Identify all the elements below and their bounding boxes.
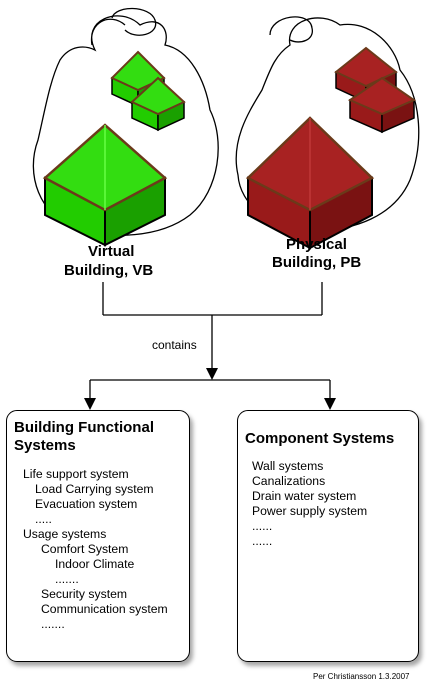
contains-label: contains [152,338,197,352]
virtual-cloud-outline [32,15,219,236]
component-item: Canalizations [252,474,326,488]
component-item: Drain water system [252,489,357,503]
physical-cloud-outline [235,17,420,231]
virtual-house-large [42,123,168,247]
functional-item: Evacuation system [35,497,138,511]
functional-item: Security system [41,587,128,601]
functional-systems-title-line1: Building Functional [14,419,154,436]
relation-connector [89,282,331,402]
arrowhead-right [324,398,336,410]
virtual-building-label-line2: Building, VB [64,262,154,279]
functional-item: Communication system [41,602,168,616]
functional-systems-box: Building Functional Systems Life support… [6,410,190,662]
component-item: ...... [252,519,273,533]
functional-systems-title-line2: Systems [14,437,76,454]
functional-item: ....... [41,617,65,631]
physical-building-label-line2: Building, PB [272,254,362,271]
physical-house-small-2 [347,76,417,134]
functional-item: Indoor Climate [55,557,135,571]
component-systems-box: Component Systems Wall systems Canalizat… [237,410,419,662]
component-systems-title: Component Systems [245,430,395,447]
arrowhead-left [84,398,96,410]
functional-item: Load Carrying system [35,482,154,496]
virtual-house-small-2 [130,76,186,132]
physical-cloud-loop [269,16,313,43]
functional-item: ....... [55,572,79,586]
credit-label: Per Christiansson 1.3.2007 [313,672,410,681]
functional-item: Usage systems [23,527,107,541]
functional-item: ..... [35,512,52,526]
physical-building-label-line1: Physical [286,236,347,253]
virtual-building-label-line1: Virtual [88,243,135,260]
physical-house-large [245,116,375,250]
arrowhead-center [206,368,218,380]
component-item: ...... [252,534,273,548]
functional-item: Comfort System [41,542,129,556]
component-item: Wall systems [252,459,324,473]
virtual-cloud-loop [111,7,157,36]
component-item: Power supply system [252,504,368,518]
functional-item: Life support system [23,467,129,481]
